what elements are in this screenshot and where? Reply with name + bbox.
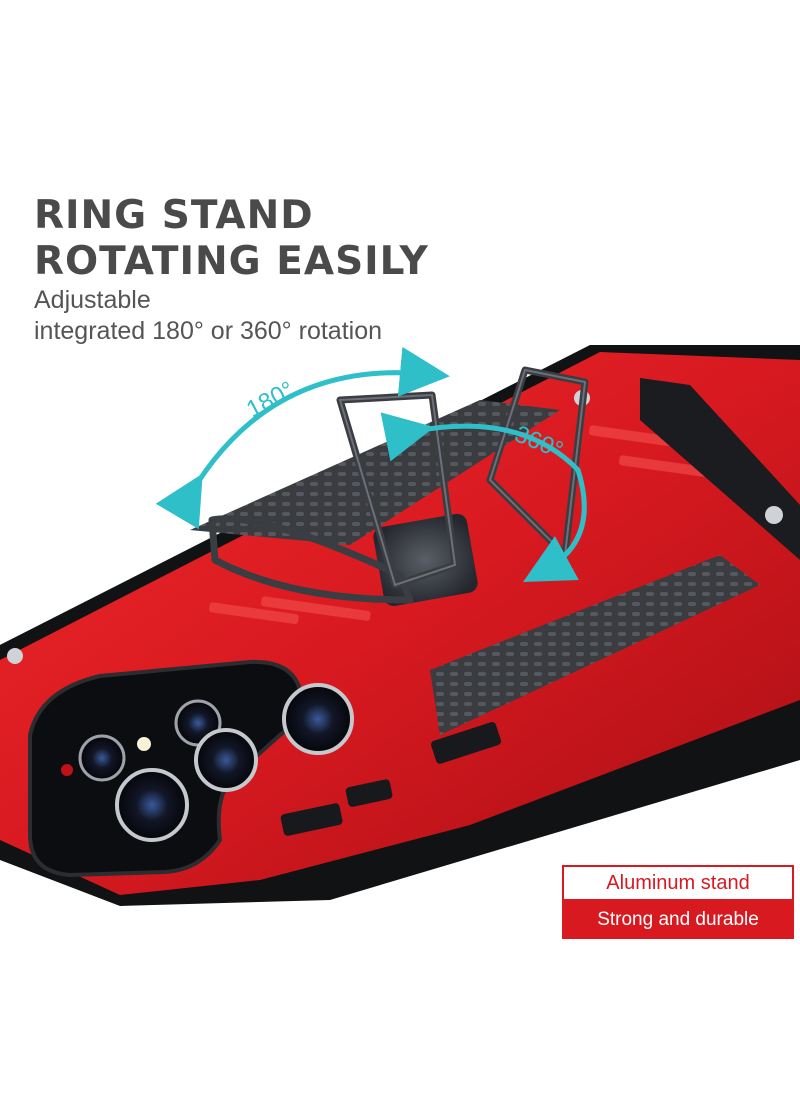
sensor-icon [61,764,73,776]
screw-icon [765,506,783,524]
arrow-360-icon [380,412,587,582]
camera-lens [78,734,126,782]
headline: RING STAND ROTATING EASILY [34,193,429,285]
subtitle-line-2: integrated 180° or 360° rotation [34,317,383,345]
subtitle-line-1: Adjustable [34,286,151,314]
arrow-180-icon [155,346,450,530]
camera-lens [282,683,354,755]
case-ridges [208,425,729,625]
feature-badge: Aluminum stand Strong and durable [562,865,794,939]
camera-module [28,659,354,878]
volume-button [280,803,343,836]
power-button [345,779,393,807]
headline-line-2: ROTATING EASILY [34,239,429,284]
badge-title: Aluminum stand [562,865,794,901]
side-switch [431,722,502,764]
screw-icon [7,648,23,664]
camera-lens [115,768,189,842]
rotation-label-180: 180° [242,376,299,423]
flash-icon [137,737,151,751]
camera-lens [194,728,258,792]
badge-caption: Strong and durable [562,901,794,939]
subtitle: Adjustable integrated 180° or 360° rotat… [34,285,382,347]
grip-tread-lower [430,555,760,735]
headline-line-1: RING STAND [34,193,314,238]
